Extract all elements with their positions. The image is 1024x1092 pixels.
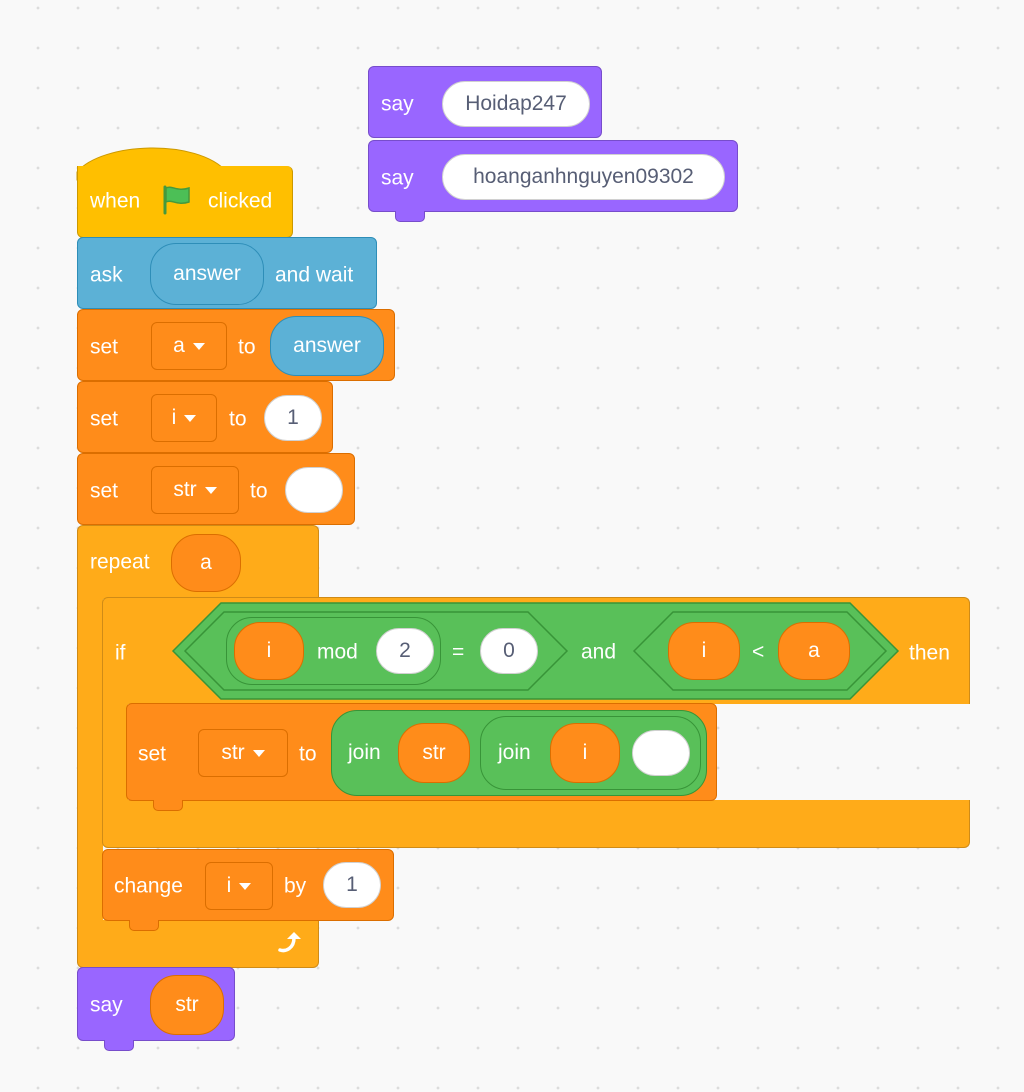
ask-and-wait-block[interactable]: ask answer and wait xyxy=(77,237,377,309)
dropdown-value: a xyxy=(173,334,185,357)
chevron-down-icon xyxy=(252,749,265,757)
to-label: to xyxy=(250,479,268,503)
clicked-label: clicked xyxy=(208,189,273,213)
if-block-arm xyxy=(102,702,128,802)
when-flag-clicked-block[interactable]: when clicked xyxy=(77,166,293,238)
i-reporter[interactable]: i xyxy=(234,622,304,680)
change-label: change xyxy=(114,874,183,898)
value-input[interactable]: 1 xyxy=(264,395,322,441)
set-label: set xyxy=(90,407,119,431)
ask-label: ask xyxy=(90,263,123,287)
by-label: by xyxy=(284,874,307,898)
if-label: if xyxy=(115,641,126,665)
i-reporter[interactable]: i xyxy=(550,723,620,783)
dropdown-value: i xyxy=(226,874,232,897)
set-a-block[interactable]: set a to answer xyxy=(77,309,395,381)
say-text-input[interactable]: Hoidap247 xyxy=(442,81,590,127)
a-reporter[interactable]: a xyxy=(778,622,850,680)
say-block-hoanganh[interactable]: say hoanganhnguyen09302 xyxy=(368,140,738,222)
ask-question-input[interactable]: answer xyxy=(150,243,264,305)
say-label: say xyxy=(381,166,414,190)
and-label: and xyxy=(581,640,617,664)
str-reporter[interactable]: str xyxy=(398,723,470,783)
less-than-label: < xyxy=(752,640,765,664)
repeat-block-footer xyxy=(77,920,319,968)
join-label: join xyxy=(348,741,381,764)
repeat-count-reporter[interactable]: a xyxy=(171,534,241,592)
set-i-block[interactable]: set i to 1 xyxy=(77,381,333,453)
dropdown-value: str xyxy=(221,741,245,764)
dropdown-value: i xyxy=(171,406,177,429)
chevron-down-icon xyxy=(192,342,205,350)
i-reporter[interactable]: i xyxy=(668,622,740,680)
loop-arrow-icon xyxy=(278,932,301,953)
variable-dropdown-str[interactable]: str xyxy=(198,729,288,777)
change-i-block[interactable]: change i by 1 xyxy=(102,849,394,931)
and-wait-label: and wait xyxy=(275,263,354,287)
chevron-down-icon xyxy=(184,414,197,422)
variable-dropdown-str[interactable]: str xyxy=(151,466,239,514)
answer-reporter[interactable]: answer xyxy=(270,316,384,376)
mod-number-input[interactable]: 2 xyxy=(376,628,434,674)
join-label: join xyxy=(498,741,531,764)
if-block-footer xyxy=(102,800,970,848)
set-label: set xyxy=(90,335,119,359)
variable-dropdown-a[interactable]: a xyxy=(151,322,227,370)
then-label: then xyxy=(909,641,950,665)
to-label: to xyxy=(299,742,317,766)
equals-rhs-input[interactable]: 0 xyxy=(480,628,538,674)
repeat-block-arm xyxy=(77,596,103,922)
join-text-input[interactable] xyxy=(632,730,690,776)
variable-dropdown-i[interactable]: i xyxy=(205,862,273,910)
say-block-hoidap[interactable]: say Hoidap247 xyxy=(368,66,602,138)
chevron-down-icon xyxy=(204,486,217,494)
green-flag-icon xyxy=(163,185,190,215)
repeat-block[interactable]: repeat a xyxy=(77,525,319,599)
to-label: to xyxy=(229,407,247,431)
value-input[interactable] xyxy=(285,467,343,513)
say-label: say xyxy=(381,92,414,116)
say-text-input[interactable]: hoanganhnguyen09302 xyxy=(442,154,725,200)
to-label: to xyxy=(238,335,256,359)
repeat-label: repeat xyxy=(90,550,150,574)
set-label: set xyxy=(90,479,119,503)
str-reporter[interactable]: str xyxy=(150,975,224,1035)
change-value-input[interactable]: 1 xyxy=(323,862,381,908)
variable-dropdown-i[interactable]: i xyxy=(151,394,217,442)
say-str-block[interactable]: say str xyxy=(77,967,235,1051)
chevron-down-icon xyxy=(239,882,252,890)
dropdown-value: str xyxy=(173,478,197,501)
equals-label: = xyxy=(452,640,465,664)
mod-label: mod xyxy=(317,640,358,664)
when-label: when xyxy=(90,189,141,213)
set-label: set xyxy=(138,742,167,766)
say-label: say xyxy=(90,993,123,1017)
set-str-block[interactable]: set str to xyxy=(77,453,355,525)
